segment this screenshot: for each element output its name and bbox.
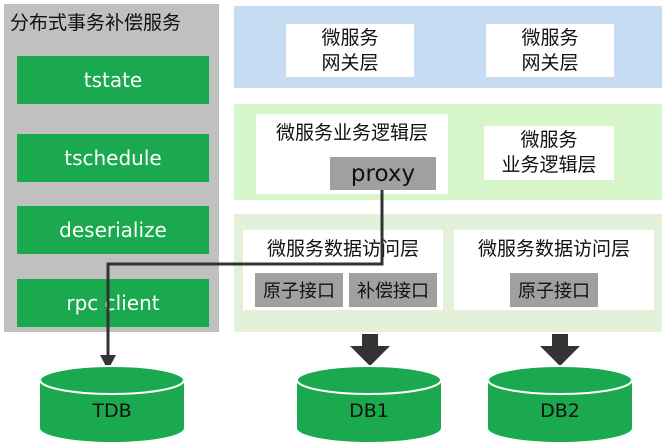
panel-title: 分布式事务补偿服务 xyxy=(10,12,182,34)
module-tschedule: tschedule xyxy=(17,134,209,182)
proxy-box: proxy xyxy=(330,157,436,190)
logic-box-2: 微服务 业务逻辑层 xyxy=(484,126,614,180)
module-deserialize: deserialize xyxy=(17,206,209,254)
db1-cylinder xyxy=(296,365,442,442)
tdb-label: TDB xyxy=(92,400,132,422)
atomic-interface-1: 原子接口 xyxy=(253,271,345,309)
tdb-arrowhead xyxy=(100,355,116,370)
logic-box-1-title: 微服务业务逻辑层 xyxy=(275,122,428,144)
gateway-box-1: 微服务 网关层 xyxy=(286,24,414,77)
module-rpc-client: rpc client xyxy=(17,279,209,327)
module-tstate: tstate xyxy=(17,56,209,104)
db1-arrow xyxy=(350,334,390,366)
db2-label: DB2 xyxy=(540,400,580,422)
tdb-cylinder xyxy=(39,365,185,442)
compensation-interface: 补偿接口 xyxy=(347,271,439,309)
atomic-interface-2: 原子接口 xyxy=(508,271,600,309)
db2-arrow xyxy=(540,334,580,366)
data-box-2-title: 微服务数据访问层 xyxy=(477,238,630,260)
db2-cylinder xyxy=(487,365,633,442)
gateway-box-2: 微服务 网关层 xyxy=(486,24,614,77)
db1-label: DB1 xyxy=(349,400,389,422)
proxy-to-tdb-connector xyxy=(106,190,384,357)
